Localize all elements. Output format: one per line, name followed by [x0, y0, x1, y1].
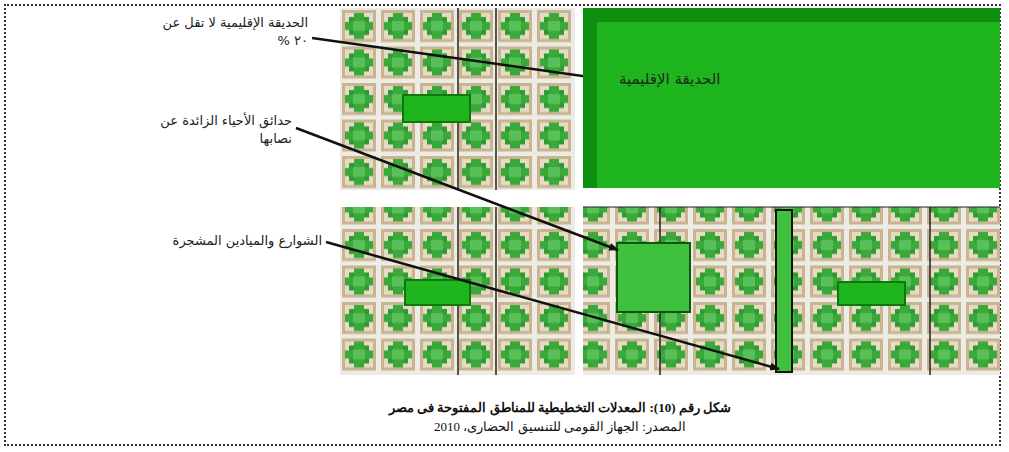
callout-label: الحديقة الإقليمية لا تقل عن ٢٠ % [158, 14, 308, 49]
callout-label: حدائق الأحياء الزائدة عن نصابها [152, 112, 292, 147]
regional-park: الحديقة الإقليمية [583, 8, 1000, 188]
source-note: المصدر: الجهاز القومى للتنسيق الحضارى، 2… [300, 419, 820, 435]
park-label: الحديقة الإقليمية [619, 70, 721, 88]
callout-label: الشوارع والميادين المشجرة [122, 232, 322, 250]
figure-caption: شكل رقم (10): المعدلات التخطيطية للمناطق… [250, 400, 870, 416]
